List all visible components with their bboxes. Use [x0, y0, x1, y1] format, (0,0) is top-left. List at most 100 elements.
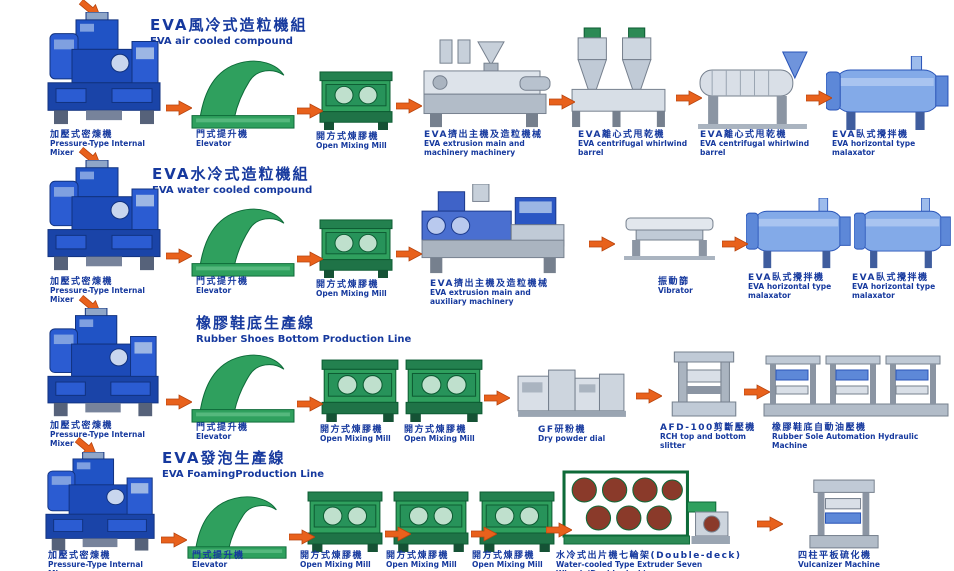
machine-label-en: Pressure-Type Internal Mixer	[50, 139, 145, 157]
machine-label-cn: 開方式煉膠機	[316, 132, 380, 142]
flow-arrow-icon	[297, 103, 323, 119]
flow-arrow-icon	[385, 526, 411, 542]
machine-label-en: Rubber Sole Automation Hydraulic Machine	[772, 432, 919, 450]
row-title-en: Rubber Shoes Bottom Production Line	[196, 334, 412, 345]
machine-vulcanizer-illustration	[806, 478, 882, 552]
machine-open-mixing-mill-illustration	[306, 490, 384, 552]
machine-label-cn: 開方式煉膠機	[472, 551, 536, 561]
machine-label-cn: 開方式煉膠機	[386, 551, 450, 561]
machine-label-cn: 開方式煉膠機	[316, 280, 380, 290]
machine-label-cn: 開方式煉膠機	[300, 551, 364, 561]
machine-label-cn: EVA臥式攪拌機	[748, 273, 825, 283]
flow-arrow-icon	[396, 246, 422, 262]
machine-label-cn: 門式提升機	[192, 551, 245, 561]
machine-internal-mixer-illustration	[46, 308, 162, 420]
machine-internal-mixer-illustration	[46, 12, 164, 128]
flow-arrow-icon	[546, 522, 572, 538]
flow-arrow-icon	[166, 100, 192, 116]
machine-label-en: Dry powder dial	[538, 434, 606, 444]
machine-label-cn: 橡膠鞋底自動油壓機	[772, 423, 867, 433]
flow-arrow-icon	[484, 390, 510, 406]
machine-open-mixing-mill-illustration	[318, 218, 394, 278]
machine-label-cn: 開方式煉膠機	[404, 425, 468, 435]
machine-elevator-illustration	[190, 352, 296, 424]
row-title-en: EVA FoamingProduction Line	[162, 469, 324, 480]
row-title-cn: EVA水冷式造粒機組	[152, 165, 310, 183]
machine-malaxator-illustration	[854, 198, 952, 270]
machine-vibrator-illustration	[622, 212, 718, 260]
machine-malaxator-illustration	[826, 56, 950, 132]
machine-malaxator-illustration	[746, 198, 852, 270]
machine-label-en: EVA horizontal type malaxator	[832, 139, 916, 157]
machine-label-cn: EVA臥式攪拌機	[832, 130, 909, 140]
row-title: 橡膠鞋底生產線 Rubber Shoes Bottom Production Li…	[196, 312, 411, 345]
machine-label-en: EVA extrusion main and auxiliary machine…	[430, 288, 531, 306]
machine-label-en: EVA centrifugal whirlwind barrel	[578, 139, 688, 157]
machine-label: 水冷式出片機七輪架(Double-deck)Water-cooled Type …	[556, 551, 756, 571]
flow-arrow-icon	[471, 526, 497, 542]
flow-arrow-icon	[166, 394, 192, 410]
flow-arrow-icon	[757, 516, 783, 532]
machine-label-cn: AFD-100剪斷壓機	[660, 423, 756, 433]
flow-arrow-icon	[636, 388, 662, 404]
flow-arrow-icon	[549, 94, 575, 110]
machine-label-cn: 加壓式密煉機	[50, 277, 114, 287]
machine-label-en: Open Mixing Mill	[386, 560, 457, 570]
row-title: EVA發泡生產線 EVA FoamingProduction Line	[162, 447, 324, 480]
machine-label-en: RCH top and bottom slitter	[660, 432, 746, 450]
flow-arrow-icon	[289, 529, 315, 545]
machine-label-cn: EVA離心式甩乾機	[700, 130, 787, 140]
machine-label-cn: EVA臥式攪拌機	[852, 273, 929, 283]
machine-label-en: EVA centrifugal whirlwind barrel	[700, 139, 810, 157]
machine-label-cn: 加壓式密煉機	[50, 130, 114, 140]
machine-label-cn: 振動篩	[658, 277, 690, 287]
machine-label-cn: EVA擠出主機及造粒機械	[424, 130, 543, 140]
flow-arrow-icon	[744, 384, 770, 400]
row-title-en: EVA air cooled compound	[150, 36, 293, 47]
machine-open-mixing-mill-illustration	[478, 490, 556, 552]
machine-elevator-illustration	[190, 206, 296, 278]
flow-arrow-icon	[297, 396, 323, 412]
machine-label-cn: 開方式煉膠機	[320, 425, 384, 435]
machine-open-mixing-mill-illustration	[320, 358, 400, 422]
machine-label-cn: 水冷式出片機七輪架(Double-deck)	[556, 551, 742, 561]
machine-label-cn: GF研粉機	[538, 425, 587, 435]
machine-label-cn: 加壓式密煉機	[50, 421, 114, 431]
flow-arrow-icon	[396, 98, 422, 114]
machine-label-en: Open Mixing Mill	[472, 560, 543, 570]
machine-hydraulic-line-illustration	[762, 352, 950, 420]
machine-open-mixing-mill-illustration	[404, 358, 484, 422]
row-title-cn: EVA風冷式造粒機組	[150, 16, 308, 34]
machine-label-en: Open Mixing Mill	[316, 289, 387, 299]
machine-label-en: Elevator	[196, 139, 232, 149]
machine-label-en: Vibrator	[658, 286, 693, 296]
machine-powder-machine-illustration	[516, 366, 628, 422]
row-title-cn: 橡膠鞋底生產線	[196, 314, 316, 332]
row-title-cn: EVA發泡生產線	[162, 449, 286, 467]
machine-label-en: Water-cooled Type Extruder Seven Wheels(…	[556, 560, 703, 571]
machine-centrifugal-illustration	[566, 26, 672, 130]
machine-label-cn: 門式提升機	[196, 130, 249, 140]
machine-label-en: Open Mixing Mill	[316, 141, 387, 151]
machine-label-cn: EVA離心式甩乾機	[578, 130, 665, 140]
